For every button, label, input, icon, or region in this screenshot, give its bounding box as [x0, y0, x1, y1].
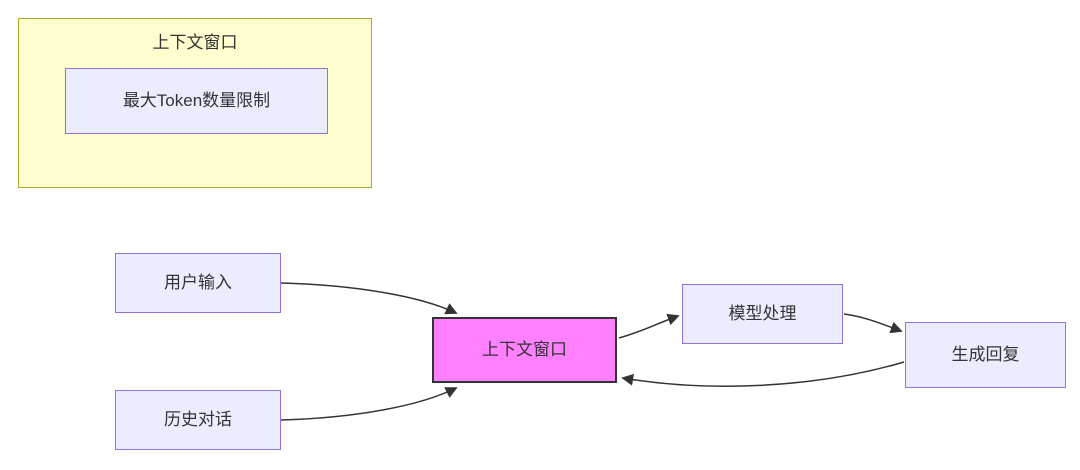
- node-generate-reply-label: 生成回复: [951, 344, 1020, 364]
- edge-user-input-to-context-window: [280, 282, 458, 315]
- node-history-dialogue-label: 历史对话: [164, 409, 232, 429]
- node-max-token-limit: 最大Token数量限制: [65, 68, 328, 134]
- node-context-window: 上下文窗口: [432, 317, 617, 383]
- node-context-window-label: 上下文窗口: [482, 339, 567, 359]
- node-user-input-label: 用户输入: [164, 272, 232, 292]
- edge-generate-reply-to-context-window: [621, 361, 905, 387]
- edge-history-dialogue-to-context-window: [280, 387, 458, 421]
- node-model-processing: 模型处理: [682, 284, 843, 344]
- node-model-processing-label: 模型处理: [728, 303, 797, 323]
- subgraph-context-window: 上下文窗口 最大Token数量限制: [18, 18, 372, 188]
- edge-model-processing-to-generate-reply: [843, 313, 903, 334]
- subgraph-title: 上下文窗口: [152, 33, 238, 52]
- node-user-input: 用户输入: [115, 253, 281, 313]
- node-history-dialogue: 历史对话: [115, 390, 281, 450]
- node-max-token-limit-label: 最大Token数量限制: [122, 90, 271, 110]
- edge-context-window-to-model-processing: [618, 313, 680, 339]
- node-generate-reply: 生成回复: [905, 322, 1066, 388]
